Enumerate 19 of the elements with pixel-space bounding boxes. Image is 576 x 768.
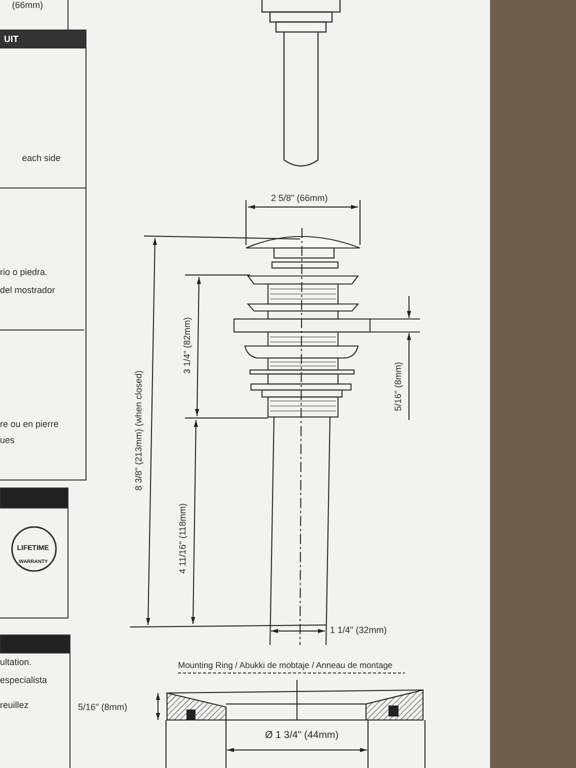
dimension-text: 5/16" (8mm) xyxy=(78,703,128,712)
instruction-text: each side xyxy=(22,154,61,163)
instruction-text: del mostrador xyxy=(0,286,56,295)
instruction-text: ues xyxy=(0,436,15,445)
dimension-text: (66mm) xyxy=(12,1,43,10)
notice-text: ultation. xyxy=(0,658,32,667)
dimension-text: Ø 1 3/4" (44mm) xyxy=(265,731,339,741)
dimension-text: 5/16" (8mm) xyxy=(394,361,403,411)
dimension-text: 8 3/8" (213mm) (when closed) xyxy=(134,370,144,490)
notice-text: especialista xyxy=(0,676,48,685)
notice-text: reuillez xyxy=(0,701,29,710)
instruction-text: re ou en pierre xyxy=(0,420,59,429)
dimension-text: 1 1/4" (32mm) xyxy=(330,626,387,635)
instruction-text: rio o piedra. xyxy=(0,268,48,277)
dimension-text: 4 11/16" (118mm) xyxy=(178,502,188,574)
dimension-text: 2 5/8" (66mm) xyxy=(271,194,328,203)
caption-text: Mounting Ring / Abukki de mobtaje / Anneau de montage xyxy=(178,661,393,670)
dimension-text: 3 1/4" (82mm) xyxy=(182,316,192,374)
panel-heading: UIT xyxy=(4,35,18,44)
